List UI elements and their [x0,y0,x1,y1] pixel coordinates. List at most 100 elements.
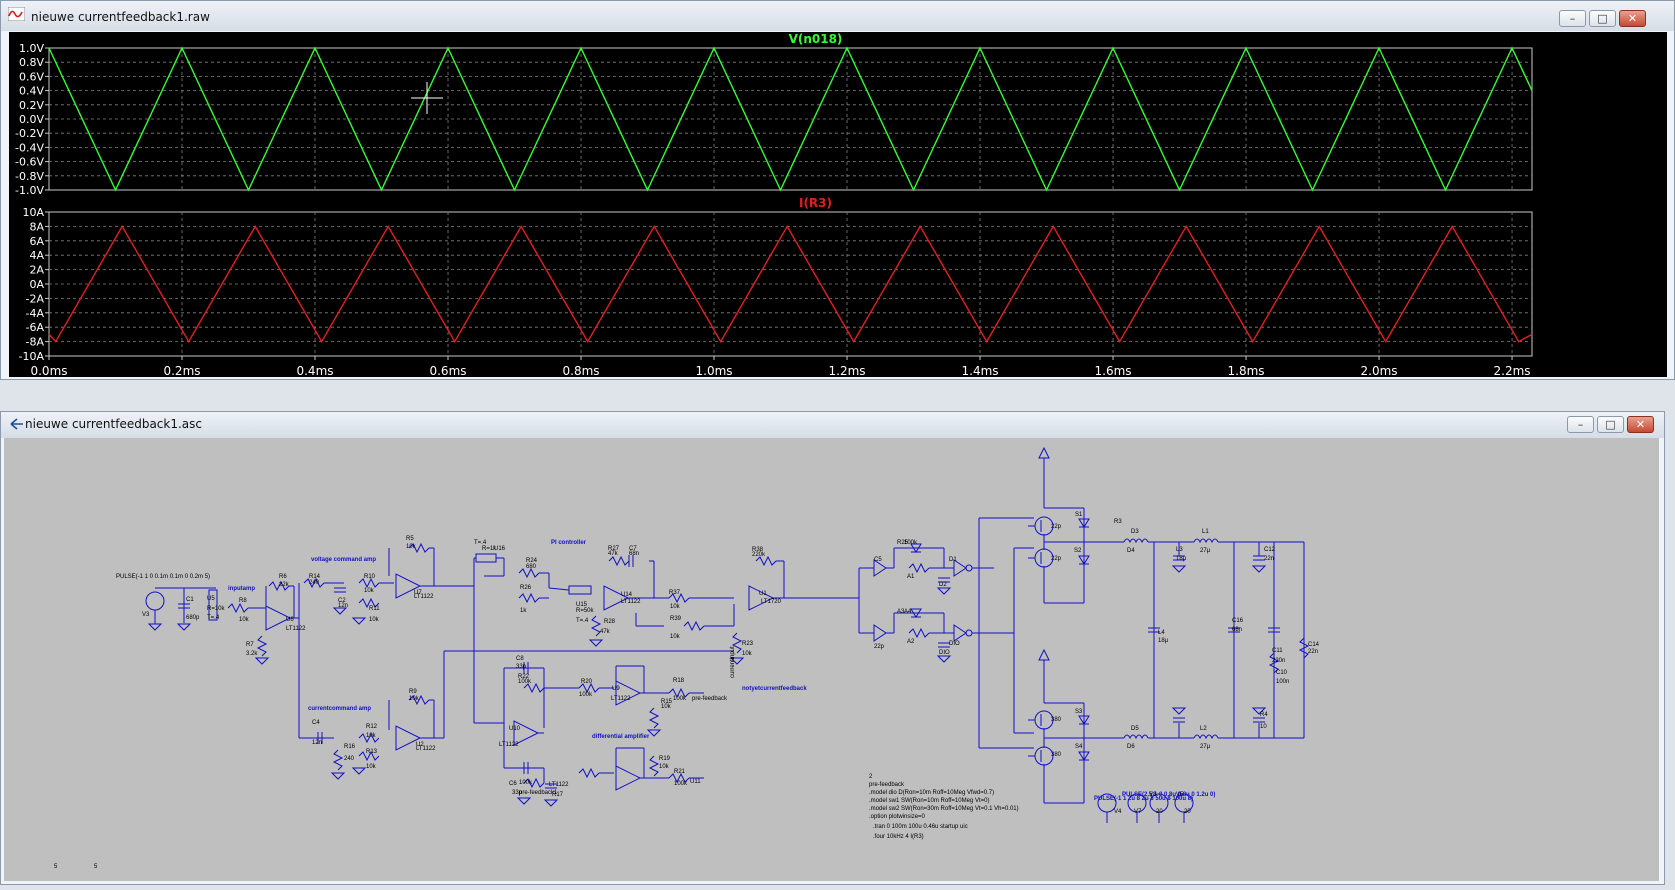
schematic-label: 380 [1051,717,1062,723]
schematic-label: C5 [874,557,882,563]
y-tick-label: 1.0V [19,42,44,55]
maximize-button[interactable]: □ [1589,10,1616,27]
supply-arrow-icon [1038,446,1050,459]
voltage-source [1127,793,1147,813]
resistor [358,597,380,609]
resistor [358,577,380,589]
schematic-titlebar[interactable]: nieuwe currentfeedback1.asc – □ ✕ [1,412,1664,438]
schematic-label: R20 [581,679,593,685]
minimize-button[interactable]: – [1559,10,1586,27]
schematic-label: C11 [1272,648,1283,654]
schematic-label: 220k [752,552,766,558]
schematic-label: 100k [904,540,918,546]
schematic-label: R7 [246,642,254,648]
opamp [265,605,292,631]
resistor [908,562,930,574]
schematic-label: 18µ [1176,556,1187,562]
resistor [408,542,430,554]
resistor [731,632,743,654]
x-tick-label: 1.4ms [962,364,999,377]
x-tick-label: 1.0ms [696,364,733,377]
waveform-svg[interactable]: V(n018)1.0V0.8V0.6V0.4V0.2V0.0V-0.2V-0.4… [9,32,1667,377]
schematic-label: R=10k [207,606,226,612]
schematic-label: LT1122 [414,594,434,600]
schematic-label: .four 10kHz 4 I(R3) [873,834,924,840]
schematic-label: 10 [1260,724,1267,730]
schematic-label: 5 [54,864,58,870]
y-tick-label: -0.2V [15,127,44,140]
ground-icon [516,797,532,805]
schematic-label: U14 [621,592,633,598]
schematic-label: T=.4 [207,615,220,621]
schematic-label: V3 [142,612,150,618]
resistor [668,687,690,699]
schematic-label: R22 [518,674,530,680]
schematic-label: R9 [409,689,417,695]
inductor [1123,734,1149,740]
schematic-label: 68n [629,551,639,557]
potentiometer [568,585,592,595]
schematic-label: LT1122 [499,742,519,748]
schematic-label: 100k [519,780,533,786]
ground-icon [1171,565,1187,573]
schematic-label: .option plotwinsize=0 [869,814,926,820]
schematic-label: 27µ [1200,744,1211,750]
schematic-label: R38 [752,547,764,553]
resistor [668,772,690,784]
buffer [873,559,887,577]
schematic-label: L4 [1158,630,1165,636]
ground-icon [646,729,662,737]
schematic-title: nieuwe currentfeedback1.asc [25,417,203,431]
schematic-maximize-button[interactable]: □ [1597,416,1624,433]
schematic-label: R3 [1114,519,1122,525]
y-tick-label: -6A [26,321,45,334]
schematic-label: R4 [1260,712,1268,718]
schematic-label: 10k [366,733,377,739]
schematic-label: R12 [366,724,378,730]
schematic-label: L1 [1202,529,1209,535]
schematic-label: D6 [1127,744,1135,750]
x-tick-label: 0.6ms [429,364,466,377]
schematic-label: U7 [414,590,422,596]
resistor [1298,637,1310,659]
schematic-label: L3 [1176,547,1183,553]
schematic-minimize-button[interactable]: – [1567,416,1594,433]
schematic-label: V4 [1114,809,1122,815]
y-tick-label: -8A [26,336,45,349]
schematic-label: D2 [939,582,947,588]
x-tick-label: 0.0ms [30,364,67,377]
schematic-label: R13 [366,749,378,755]
schematic-close-button[interactable]: ✕ [1627,416,1654,433]
schematic-label: U2 [416,742,424,748]
waveform-titlebar[interactable]: nieuwe currentfeedback1.raw – □ ✕ [1,1,1674,31]
schematic-label: .model sw2 SW(Ron=30m Roff=10Meg Vt=0.1 … [869,806,1019,812]
wire [548,587,570,591]
close-button[interactable]: ✕ [1619,10,1646,27]
schematic-label: U1 [759,591,767,597]
y-tick-label: -4A [26,307,45,320]
schematic-svg[interactable]: PULSE(-1 1 0 0.1m 0.1m 0 0.2m 5)V3C1680p… [4,438,1659,881]
schematic-label: U15 [576,602,588,608]
ground-icon [351,767,367,775]
schematic-label: T=.4 [474,540,487,546]
schematic-label: .tran 0 100m 100u 0.46u startup uic [873,824,968,830]
schematic-label: PULSE(-1 1 2u 8 2u 8 50u 8 100u 8) [1094,796,1193,802]
chart-title: I(R3) [799,196,832,210]
schematic-label: 10k [742,651,753,657]
opamp [603,585,630,611]
resistor [518,592,540,604]
schematic-label: R5 [406,536,414,542]
ground-icon [330,772,346,780]
schematic-label: U5 [207,596,215,602]
schematic-label: 10k [661,704,672,710]
schematic-label: C4 [312,720,320,726]
diode [1078,715,1090,725]
inverter-bubble [965,564,973,572]
schematic-label: U11 [690,779,701,785]
schematic-label: 1k [520,608,527,614]
schematic-label: R27 [608,546,620,552]
resistor [518,567,540,579]
